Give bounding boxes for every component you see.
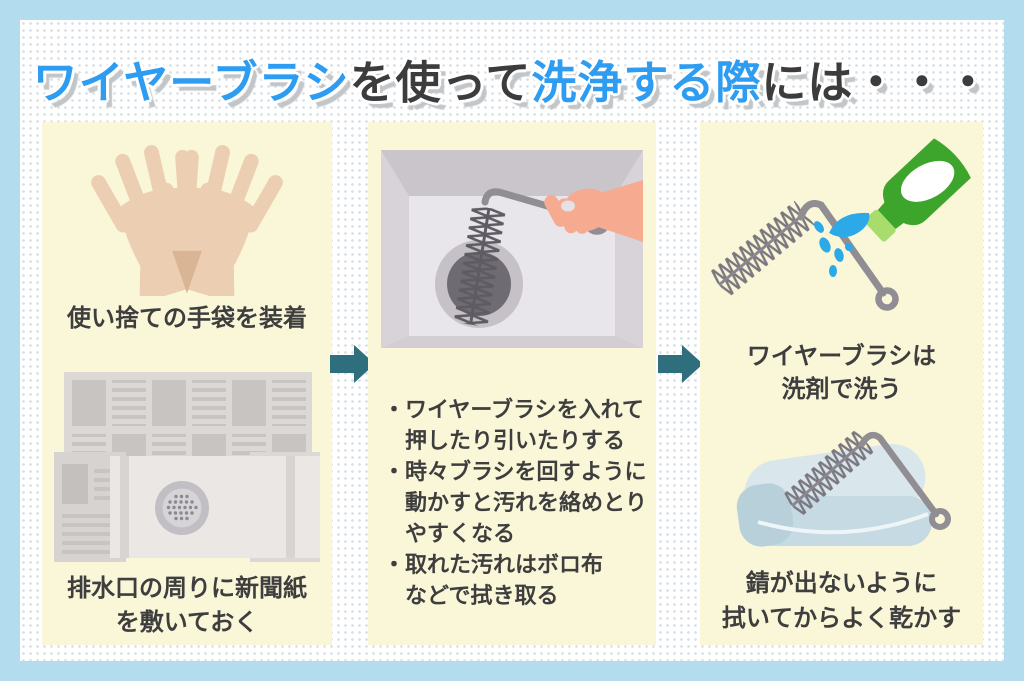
disposable-gloves-illustration — [88, 136, 286, 296]
brush-handle — [858, 431, 939, 518]
caption-dry-line1: 錆が出ないように — [745, 570, 938, 597]
brush-bristles — [708, 200, 815, 298]
bullet-line: ・取れた汚れはボロ布 — [383, 552, 604, 577]
caption-newspaper: 排水口の周りに新聞紙 を敷いておく — [42, 572, 332, 640]
caption-dry-brush: 錆が出ないように 拭いてからよく乾かす — [700, 566, 983, 636]
wire-brush-in-sink-illustration — [381, 150, 643, 348]
detergent-bottle — [864, 138, 971, 242]
drain-hole — [155, 481, 209, 535]
drain-sheet — [110, 456, 320, 558]
caption-wash-line2: 洗剤で洗う — [781, 376, 902, 403]
title-segment-cleaning: 洗浄する際 — [531, 57, 762, 108]
title-segment-when: には・・・ — [761, 57, 992, 108]
flow-arrow-icon — [658, 345, 703, 383]
step-panel-scrubbing: ・ワイヤーブラシを入れて 押したり引いたりする ・時々ブラシを回すように 動かす… — [368, 122, 656, 645]
hand-grip-gap — [561, 200, 575, 212]
bullet-line: ・ワイヤーブラシを入れて — [383, 397, 644, 422]
caption-wash-line1: ワイヤーブラシは — [746, 343, 937, 370]
glove-overlap-shade — [172, 250, 202, 294]
brush-handle-ring — [874, 287, 899, 311]
caption-dry-line2: 拭いてからよく乾かす — [721, 605, 962, 632]
flow-arrow-icon — [330, 345, 375, 383]
hand — [544, 180, 643, 242]
bottle-cap — [864, 209, 896, 242]
step-panel-aftercare: ワイヤーブラシは 洗剤で洗う 錆が出ないように 拭いてからよく乾かす — [700, 122, 983, 645]
page-title: ワイヤーブラシを使って洗浄する際には・・・ — [20, 46, 1004, 111]
wire-brush-with-detergent-illustration — [708, 138, 971, 311]
title-segment-using: を使って — [349, 57, 532, 108]
bullet-line: 動かすと汚れを絡めとり — [405, 490, 648, 515]
bullet-line: 押したり引いたりする — [405, 428, 626, 453]
brush-bristles — [781, 429, 875, 517]
folded-towel — [736, 443, 932, 547]
scrubbing-instructions: ・ワイヤーブラシを入れて 押したり引いたりする ・時々ブラシを回すように 動かす… — [383, 394, 651, 611]
newspaper-around-drain-illustration — [54, 372, 320, 562]
detergent-splash — [813, 212, 869, 277]
bullet-line: などで拭き取る — [405, 583, 559, 608]
brush-bristles — [453, 205, 506, 328]
caption-newspaper-line1: 排水口の周りに新聞紙 — [67, 575, 307, 602]
brush-handle — [797, 200, 886, 297]
caption-wash-brush: ワイヤーブラシは 洗剤で洗う — [700, 340, 983, 406]
bottle-label — [900, 160, 954, 202]
brush-handle-ring — [928, 508, 951, 530]
bullet-line: ・時々ブラシを回すように — [383, 459, 647, 484]
wire-brush-on-towel-illustration — [736, 429, 951, 547]
title-segment-wirebrush: ワイヤーブラシ — [32, 57, 350, 108]
caption-newspaper-line2: を敷いておく — [115, 609, 259, 636]
caption-wear-gloves: 使い捨ての手袋を装着 — [67, 305, 307, 332]
brush-handle — [481, 188, 593, 222]
content-card: ワイヤーブラシを使って洗浄する際には・・・ 使い捨ての手袋を装着 — [20, 20, 1004, 661]
bullet-line: やすくなる — [405, 521, 516, 546]
step-panel-preparation: 使い捨ての手袋を装着 — [42, 122, 332, 645]
